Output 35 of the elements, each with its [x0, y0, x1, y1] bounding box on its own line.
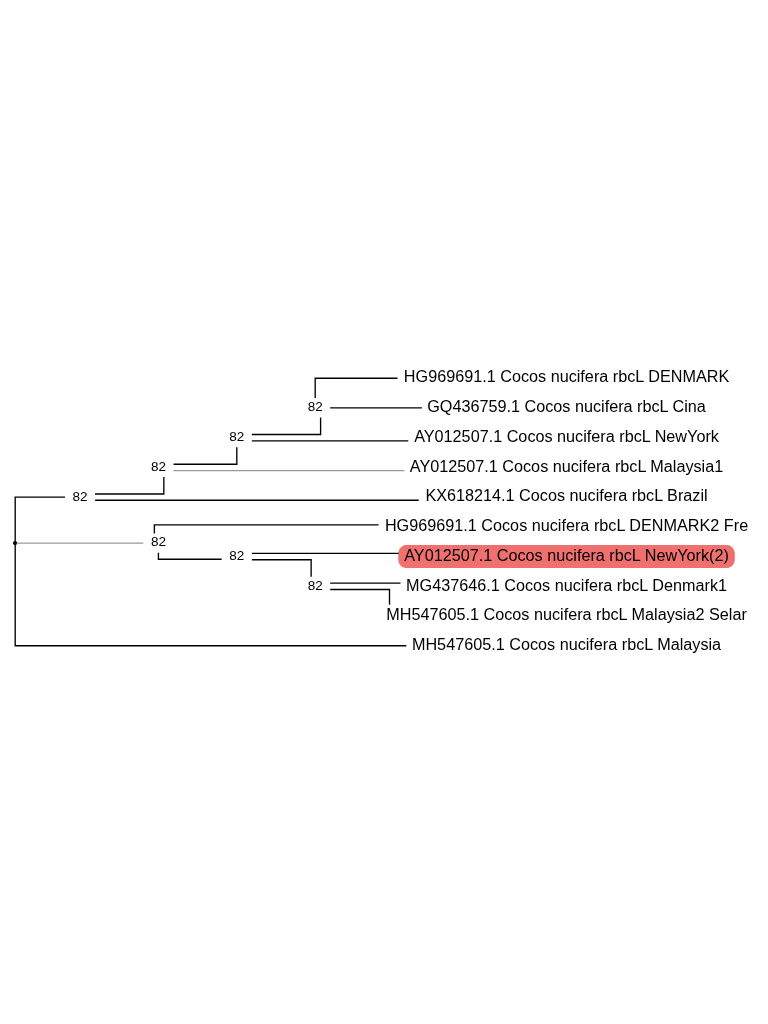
- connector: [94, 499, 420, 501]
- node-text: 82: [72, 488, 88, 504]
- node-text: KX618214.1 Cocos nucifera rbcL Brazil: [425, 486, 708, 505]
- connector: [157, 552, 223, 560]
- node-text: MG437646.1 Cocos nucifera rbcL Denmark1: [406, 575, 727, 594]
- connector: [172, 469, 406, 472]
- connector: [94, 476, 165, 495]
- connector: [251, 552, 400, 555]
- node-text: GQ436759.1 Cocos nucifera rbcL Cina: [427, 397, 706, 416]
- connector: [14, 496, 66, 542]
- node-text: MH547605.1 Cocos nucifera rbcL Malaysia2 Selar: [386, 605, 747, 624]
- connector: [251, 559, 312, 578]
- node-point: [12, 540, 18, 546]
- connector: [172, 446, 238, 465]
- connector: [251, 440, 409, 442]
- connector: [329, 582, 402, 584]
- node-box: AY012507.1 Cocos nucifera rbcL NewYork(2): [398, 545, 735, 569]
- node-text: MH547605.1 Cocos nucifera rbcL Malaysia: [411, 634, 722, 653]
- node-text: AY012507.1 Cocos nucifera rbcL NewYork: [414, 426, 719, 445]
- node-text: 82: [307, 399, 323, 415]
- connector: [329, 588, 391, 606]
- connector: [251, 416, 322, 436]
- connector: [314, 377, 399, 399]
- node-text: 82: [229, 547, 245, 563]
- connector: [329, 407, 423, 409]
- connector: [16, 542, 144, 544]
- node-text: 82: [150, 534, 166, 550]
- connector: [153, 524, 380, 535]
- node-text: HG969691.1 Cocos nucifera rbcL DENMARK: [403, 367, 730, 386]
- node-text: 82: [229, 429, 245, 445]
- node-text: 82: [307, 577, 323, 593]
- node-text: AY012507.1 Cocos nucifera rbcL Malaysia1: [409, 456, 724, 475]
- node-text: HG969691.1 Cocos nucifera rbcL DENMARK2 Fre: [384, 516, 749, 535]
- node-text: 82: [150, 458, 166, 474]
- connector: [14, 544, 407, 647]
